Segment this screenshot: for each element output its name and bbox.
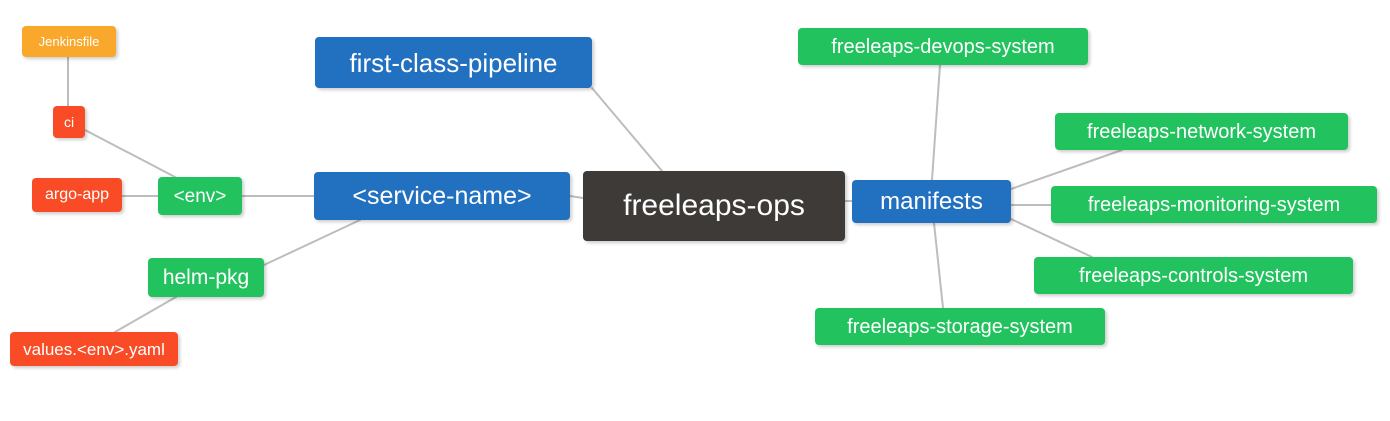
node-helm-pkg[interactable]: helm-pkg [148,258,264,297]
node-freeleaps-storage-system[interactable]: freeleaps-storage-system [815,308,1105,345]
node-first-class-pipeline[interactable]: first-class-pipeline [315,37,592,88]
node-freeleaps-controls-system[interactable]: freeleaps-controls-system [1034,257,1353,294]
node-argo-app[interactable]: argo-app [32,178,122,212]
node-env[interactable]: <env> [158,177,242,215]
node-service-name[interactable]: <service-name> [314,172,570,220]
node-manifests[interactable]: manifests [852,180,1011,223]
node-freeleaps-ops[interactable]: freeleaps-ops [583,171,845,241]
node-freeleaps-monitoring-system[interactable]: freeleaps-monitoring-system [1051,186,1377,223]
node-values-env-yaml[interactable]: values.<env>.yaml [10,332,178,366]
node-jenkinsfile[interactable]: Jenkinsfile [22,26,116,57]
node-ci[interactable]: ci [53,106,85,138]
node-freeleaps-devops-system[interactable]: freeleaps-devops-system [798,28,1088,65]
node-freeleaps-network-system[interactable]: freeleaps-network-system [1055,113,1348,150]
